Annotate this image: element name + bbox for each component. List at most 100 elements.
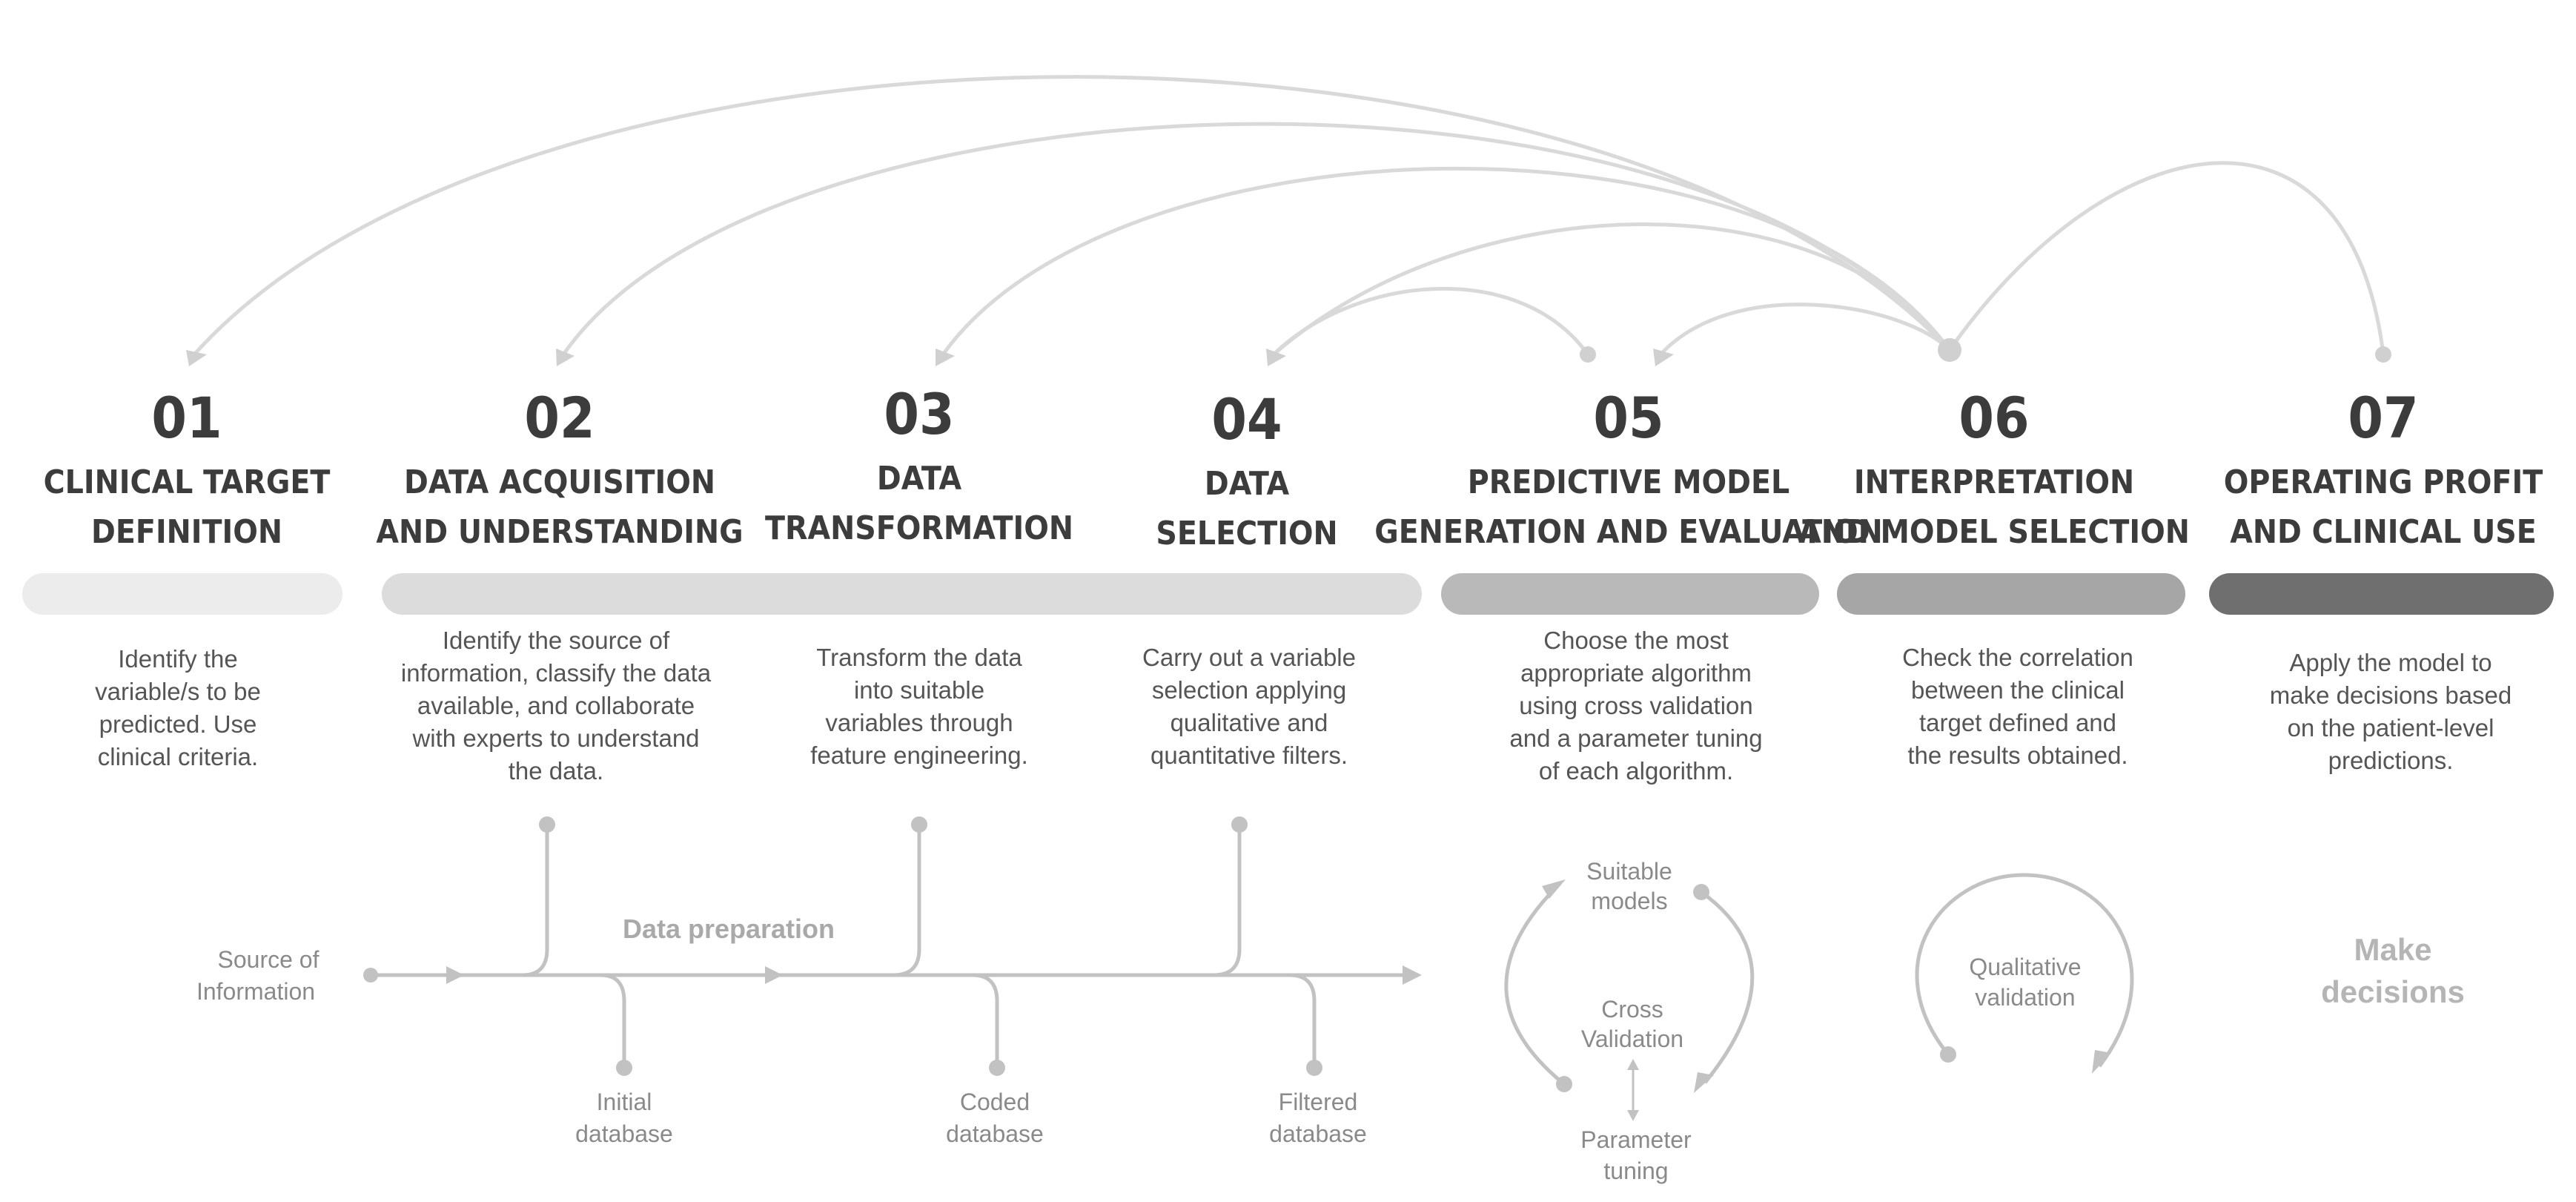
feedback-arc-to-01: [193, 75, 1951, 356]
step-05-desc-line-5: of each algorithm.: [1539, 757, 1733, 785]
cycle-arc-left: [1504, 887, 1566, 1086]
phase-bar-06: [1837, 573, 2185, 615]
step-01-title-line-2: DEFINITION: [91, 513, 282, 551]
branch-out-coded: [972, 973, 999, 1068]
phase-bar-07: [2209, 573, 2554, 615]
qualitative-arc-arrowhead: [2092, 1050, 2111, 1074]
coded-database-line-2: database: [946, 1120, 1044, 1147]
parameter-tuning-line-2: tuning: [1603, 1158, 1668, 1184]
arrowhead-03: [936, 349, 955, 366]
step-01-desc-line-4: clinical criteria.: [98, 743, 258, 770]
step-03-desc-line-4: feature engineering.: [810, 742, 1028, 769]
phase-bar-02-04: [382, 573, 1422, 615]
branch-in-03-dot: [911, 816, 927, 833]
step-06-desc-line-4: the results obtained.: [1907, 742, 2128, 769]
step-01-number: 01: [151, 385, 222, 451]
qualitative-validation-line-2: validation: [1975, 984, 2075, 1011]
step-02-desc-line-1: Identify the source of: [443, 627, 670, 654]
step-03-title-line-1: DATA: [877, 460, 962, 498]
cross-param-arrow-down: [1627, 1110, 1639, 1121]
make-decisions-line-1: Make: [2354, 932, 2431, 967]
step-03-desc-line-1: Transform the data: [816, 644, 1022, 671]
initial-database-line-1: Initial: [597, 1089, 652, 1115]
cycle-arc-right-arrowhead: [1694, 1072, 1714, 1093]
branch-in-04: [1213, 825, 1242, 977]
filtered-database-line-1: Filtered: [1279, 1089, 1358, 1115]
make-decisions: Make decisions: [2321, 932, 2465, 1009]
phase-bar-01: [22, 573, 342, 615]
step-01-title-line-1: CLINICAL TARGET: [44, 463, 331, 501]
branch-out-filtered: [1289, 973, 1317, 1068]
parameter-tuning-line-1: Parameter: [1580, 1126, 1692, 1153]
step-04-desc-line-4: quantitative filters.: [1150, 742, 1348, 769]
step-06-desc-line-2: between the clinical: [1911, 676, 2125, 704]
feedback-arc-to-02: [561, 122, 1951, 356]
step-04-title-line-2: SELECTION: [1156, 515, 1337, 552]
step-02-desc-line-5: the data.: [509, 757, 603, 785]
filtered-database-line-2: database: [1269, 1120, 1367, 1147]
step-06-number: 06: [1959, 385, 2029, 451]
branch-in-03: [893, 825, 921, 977]
step-05-desc-line-4: and a parameter tuning: [1509, 724, 1762, 752]
step-06-title-line-2: AND MODEL SELECTION: [1798, 513, 2190, 551]
arc-origin-dot-06: [1938, 338, 1961, 362]
step-04-desc-line-2: selection applying: [1152, 676, 1346, 704]
cross-param-arrow-up: [1627, 1059, 1639, 1070]
step-02-number: 02: [524, 385, 595, 451]
suitable-models-line-1: Suitable: [1586, 858, 1672, 885]
step-05-desc-line-3: using cross validation: [1519, 692, 1753, 719]
step-07-desc-line-2: make decisions based: [2270, 681, 2512, 709]
step-03-desc-line-3: variables through: [825, 709, 1013, 736]
arc-end-dot-05: [1580, 346, 1596, 363]
source-label-line-2: Information: [196, 978, 315, 1005]
step-01-description: Identify the variable/s to be predicted.…: [95, 645, 261, 770]
branch-in-04-dot: [1231, 816, 1248, 833]
branch-in-02: [522, 825, 549, 977]
step-04-title-line-1: DATA: [1205, 465, 1290, 503]
qualitative-validation: Qualitative validation: [1915, 873, 2134, 1074]
step-04-number: 04: [1211, 386, 1282, 452]
branch-in-02-dot: [539, 816, 555, 833]
feedback-arc-to-05: [1659, 303, 1951, 356]
source-label-line-1: Source of: [218, 946, 319, 973]
feedback-arc-to-07: [1947, 161, 2385, 355]
qualitative-arc: [1915, 873, 2134, 1068]
step-04-description: Carry out a variable selection applying …: [1142, 644, 1356, 769]
step-07-desc-line-4: predictions.: [2328, 747, 2454, 774]
step-05-desc-line-2: appropriate algorithm: [1520, 659, 1752, 687]
step-06-title-line-1: INTERPRETATION: [1854, 463, 2134, 501]
flow-arrow-1: [446, 966, 464, 984]
arrowhead-02: [556, 349, 575, 366]
step-05-desc-line-1: Choose the most: [1543, 627, 1728, 654]
data-preparation-label: Data preparation: [623, 914, 835, 944]
step-06-description: Check the correlation between the clinic…: [1902, 644, 2133, 769]
step-07-number: 07: [2348, 385, 2418, 451]
feedback-arc-to-03: [941, 166, 1952, 356]
coded-database-line-1: Coded: [960, 1089, 1030, 1115]
step-03-number: 03: [884, 381, 954, 447]
step-02-title-line-1: DATA ACQUISITION: [404, 463, 715, 501]
step-01-desc-line-3: predicted. Use: [99, 710, 257, 738]
step-02-title-line-2: AND UNDERSTANDING: [376, 513, 743, 551]
initial-database-line-2: database: [575, 1120, 673, 1147]
step-07-desc-line-1: Apply the model to: [2289, 649, 2491, 676]
step-05-number: 05: [1593, 385, 1663, 451]
step-02-description: Identify the source of information, clas…: [401, 627, 712, 785]
step-06: 06 INTERPRETATION AND MODEL SELECTION: [1798, 385, 2190, 551]
cycle-arc-left-dot: [1556, 1076, 1572, 1092]
step-07-title-line-1: OPERATING PROFIT: [2224, 463, 2543, 501]
arrowhead-05: [1653, 349, 1674, 366]
flow-arrow-2: [765, 966, 783, 984]
branch-out-initial: [600, 973, 626, 1068]
arrowhead-04: [1266, 349, 1286, 366]
step-03-desc-line-2: into suitable: [854, 676, 984, 704]
step-03-description: Transform the data into suitable variabl…: [810, 644, 1028, 769]
phase-bar-05: [1441, 573, 1819, 615]
step-02-desc-line-3: available, and collaborate: [417, 692, 695, 719]
arc-end-dot-07: [2375, 346, 2391, 363]
phase-bars: [22, 573, 2554, 615]
step-07-desc-line-3: on the patient-level: [2288, 714, 2494, 742]
step-05-title-line-1: PREDICTIVE MODEL: [1468, 463, 1790, 501]
